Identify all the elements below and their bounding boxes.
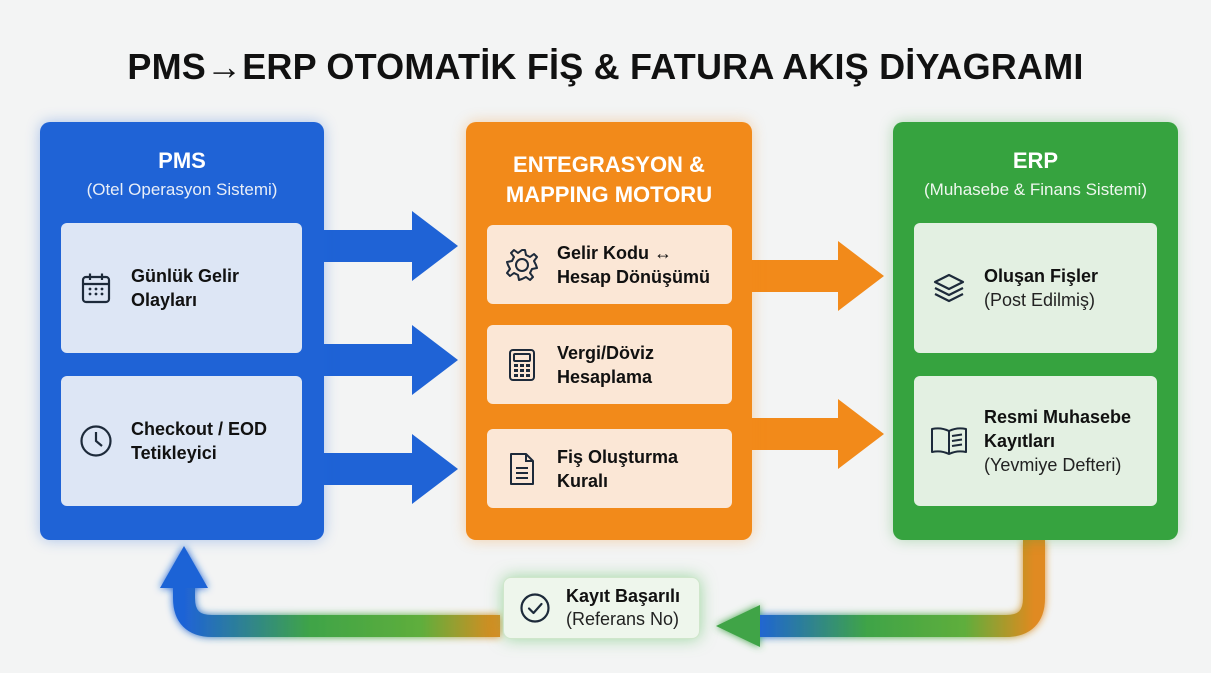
card-line: Checkout / EOD — [131, 419, 268, 439]
calendar-icon — [61, 272, 131, 304]
pms-title: PMS — [158, 148, 206, 173]
card-voucher-rule: Fiş Oluşturma Kuralı — [487, 429, 732, 508]
arrow-engine-to-erp-2 — [752, 399, 884, 469]
feedback-line2: (Referans No) — [566, 609, 680, 629]
card-line: Gelir Kodu ↔ — [557, 242, 673, 263]
erp-subtitle: (Muhasebe & Finans Sistemi) — [924, 180, 1147, 199]
engine-header: ENTEGRASYON & MAPPING MOTORU — [466, 150, 752, 210]
card-daily-revenue-events: Günlük Gelir Olayları — [61, 223, 302, 353]
card-tax-fx-calculation: Vergi/Döviz Hesaplama — [487, 325, 732, 404]
card-revenue-code-mapping: Gelir Kodu ↔ Hesap Dönüşümü — [487, 225, 732, 304]
feedback-line1: Kayıt Başarılı — [566, 586, 681, 606]
pms-panel: PMS (Otel Operasyon Sistemi) Günlük Geli… — [40, 122, 324, 540]
card-line: (Yevmiye Defteri) — [984, 455, 1122, 475]
card-line: Oluşan Fişler — [984, 266, 1099, 286]
book-icon — [914, 425, 984, 457]
engine-title-line2: MAPPING MOTORU — [505, 182, 713, 207]
card-tax-fx-text: Vergi/Döviz Hesaplama — [557, 341, 654, 389]
card-line: Günlük Gelir — [131, 266, 240, 286]
document-icon — [487, 452, 557, 486]
engine-title-line1: ENTEGRASYON & — [513, 152, 705, 177]
erp-title: ERP — [1012, 148, 1059, 173]
card-line: Kuralı — [557, 470, 609, 491]
diagram-title: PMS→ERP OTOMATİK FİŞ & FATURA AKIŞ DİYAG… — [127, 46, 1084, 87]
check-circle-icon — [504, 592, 566, 624]
card-daily-revenue-text: Günlük Gelir Olayları — [131, 264, 239, 312]
card-line: Olayları — [131, 290, 198, 310]
engine-panel: ENTEGRASYON & MAPPING MOTORU Gelir Kodu … — [466, 122, 752, 540]
erp-panel: ERP (Muhasebe & Finans Sistemi) Oluşan F… — [893, 122, 1178, 540]
arrow-pms-to-engine-2 — [324, 325, 458, 395]
card-generated-vouchers-text: Oluşan Fişler (Post Edilmiş) — [984, 264, 1098, 312]
card-official-records-text: Resmi Muhasebe Kayıtları (Yevmiye Defter… — [984, 405, 1131, 477]
card-line: Hesaplama — [557, 366, 653, 387]
clock-icon — [61, 424, 131, 458]
calculator-icon — [487, 348, 557, 382]
feedback-loop-arrow — [160, 540, 1045, 647]
card-line: Hesap Dönüşümü — [557, 266, 711, 287]
card-generated-vouchers: Oluşan Fişler (Post Edilmiş) — [914, 223, 1157, 353]
card-checkout-text: Checkout / EOD Tetikleyici — [131, 417, 267, 465]
card-line: Tetikleyici — [131, 443, 217, 463]
card-revenue-code-text: Gelir Kodu ↔ Hesap Dönüşümü — [557, 241, 710, 289]
card-line: (Post Edilmiş) — [984, 290, 1096, 310]
arrow-pms-to-engine-1 — [324, 211, 458, 281]
pms-subtitle: (Otel Operasyon Sistemi) — [86, 180, 278, 199]
pms-header: PMS (Otel Operasyon Sistemi) — [40, 148, 324, 200]
card-checkout-eod-trigger: Checkout / EOD Tetikleyici — [61, 376, 302, 506]
layers-icon — [914, 272, 984, 304]
arrow-pms-to-engine-3 — [324, 434, 458, 504]
arrow-engine-to-erp-1 — [752, 241, 884, 311]
feedback-text: Kayıt Başarılı (Referans No) — [566, 585, 680, 631]
card-line: Kayıtları — [984, 431, 1056, 451]
feedback-success-box: Kayıt Başarılı (Referans No) — [503, 577, 700, 639]
card-line: Fiş Oluşturma — [557, 446, 679, 467]
card-voucher-rule-text: Fiş Oluşturma Kuralı — [557, 445, 678, 493]
erp-header: ERP (Muhasebe & Finans Sistemi) — [893, 148, 1178, 200]
gear-icon — [487, 247, 557, 283]
card-line: Vergi/Döviz — [557, 342, 655, 363]
card-line: Resmi Muhasebe — [984, 407, 1132, 427]
card-official-accounting-records: Resmi Muhasebe Kayıtları (Yevmiye Defter… — [914, 376, 1157, 506]
